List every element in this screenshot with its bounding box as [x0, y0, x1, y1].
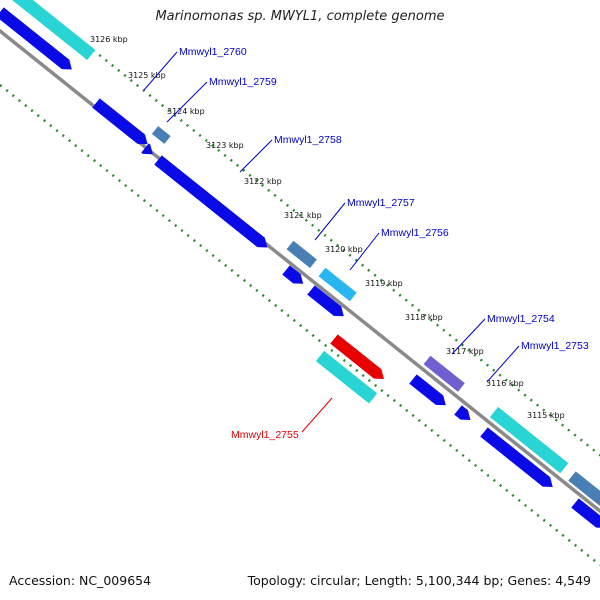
tick-ring-inner [0, 84, 600, 566]
gene-label: Mmwyl1_2756 [381, 227, 449, 239]
kbp-tick-label: 3126 kbp [90, 35, 128, 44]
gene-label: Mmwyl1_2759 [209, 76, 277, 88]
cds-arrow [154, 155, 268, 248]
kbp-tick-label: 3117 kbp [446, 347, 484, 356]
cds-arrow [92, 98, 148, 145]
backbone-line [0, 28, 600, 514]
kbp-tick-label: 3121 kbp [284, 211, 322, 220]
gene-label-leader [301, 397, 333, 433]
cds-arrow [454, 405, 471, 420]
gene-label-leader [314, 202, 346, 241]
gene-block [151, 126, 171, 144]
gene-label: Mmwyl1_2753 [521, 340, 589, 352]
gene-label: Mmwyl1_2757 [347, 197, 415, 209]
gene-block [286, 240, 317, 269]
gene-block [318, 267, 357, 302]
gene-label: Mmwyl1_2758 [274, 134, 342, 146]
gene-label-leader [451, 318, 486, 355]
accession-text: Accession: NC_009654 [9, 573, 152, 588]
cds-arrow [480, 427, 553, 487]
gene-block [568, 471, 600, 506]
cds-arrow [409, 374, 446, 406]
reverse-gene-arrow [330, 334, 384, 379]
cds-arrow [282, 265, 304, 284]
gene-label: Mmwyl1_2760 [179, 46, 247, 58]
cds-arrow [571, 498, 600, 528]
kbp-tick-label: 3115 kbp [527, 411, 565, 420]
gene-block [423, 355, 465, 392]
kbp-tick-label: 3123 kbp [206, 141, 244, 150]
reverse-gene-block [315, 350, 378, 404]
gene-label-leader [349, 232, 380, 271]
gene-block [12, 0, 96, 61]
kbp-tick-label: 3119 kbp [365, 279, 403, 288]
cds-arrow [0, 7, 72, 70]
map-title: Marinomonas sp. MWYL1, complete genome [155, 9, 445, 24]
kbp-tick-label: 3118 kbp [405, 313, 443, 322]
kbp-tick-label: 3120 kbp [325, 245, 363, 254]
gene-label-leader [239, 139, 273, 173]
kbp-tick-label: 3124 kbp [167, 107, 205, 116]
tick-ring-outer [28, 0, 600, 457]
cds-arrow [307, 285, 344, 317]
gene-label-leader [486, 345, 520, 383]
gene-block [489, 406, 569, 474]
cds-arrow [141, 143, 153, 155]
kbp-tick-label: 3125 kbp [128, 71, 166, 80]
genome-info-text: Topology: circular; Length: 5,100,344 bp… [247, 573, 591, 588]
gene-label-leader [143, 51, 178, 91]
kbp-tick-label: 3116 kbp [486, 379, 524, 388]
gene-label-leader [166, 81, 208, 123]
kbp-tick-label: 3122 kbp [244, 177, 282, 186]
gene-label: Mmwyl1_2755 [231, 429, 299, 441]
gene-label: Mmwyl1_2754 [487, 313, 555, 325]
